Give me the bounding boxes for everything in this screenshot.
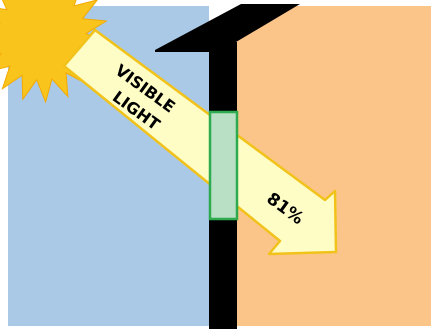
roof-overhang [155, 4, 300, 52]
top-right-margin [300, 0, 435, 6]
visible-light-beam [62, 28, 338, 256]
window-glazing [208, 110, 239, 221]
